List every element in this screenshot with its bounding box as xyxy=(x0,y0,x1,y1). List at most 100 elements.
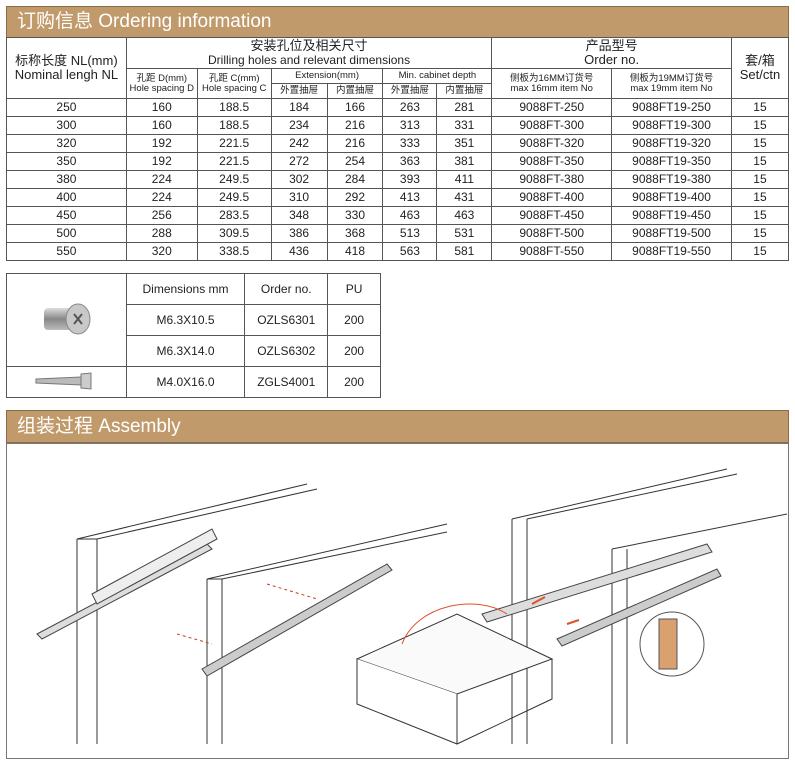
order-no-16mm: 9088FT-250 xyxy=(491,98,613,117)
depth-external: 363 xyxy=(382,152,438,171)
order-no-16mm: 9088FT-550 xyxy=(491,242,613,261)
nominal-length: 450 xyxy=(6,206,127,225)
extension-header: Extension(mm) xyxy=(270,68,384,84)
drawer xyxy=(355,603,554,745)
hole-spacing-d: 320 xyxy=(125,242,198,261)
extension-external: 184 xyxy=(270,98,328,117)
depth-external: 413 xyxy=(382,188,438,207)
order-no-19mm: 9088FT19-250 xyxy=(611,98,732,117)
order-no-16mm: 9088FT-320 xyxy=(491,134,613,153)
wood-screw-image xyxy=(6,366,127,398)
depth-internal: 351 xyxy=(436,134,493,153)
order-no-16mm: 9088FT-500 xyxy=(491,224,613,243)
extension-internal: 216 xyxy=(326,134,384,153)
set-per-carton: 15 xyxy=(730,224,790,243)
depth-internal: 331 xyxy=(436,116,493,135)
depth-external: 393 xyxy=(382,170,438,189)
cabinet-right xyxy=(511,468,788,744)
depth-internal: 431 xyxy=(436,188,493,207)
hole-d-header: 孔距 D(mm)Hole spacing D xyxy=(125,68,198,99)
depth-internal: 581 xyxy=(436,242,493,261)
extension-internal: 254 xyxy=(326,152,384,171)
hole-spacing-d: 224 xyxy=(125,170,198,189)
detail-inset xyxy=(639,611,705,677)
screws-left xyxy=(176,583,318,645)
extension-internal: 330 xyxy=(326,206,384,225)
hole-spacing-d: 224 xyxy=(125,188,198,207)
set-per-carton: 15 xyxy=(730,206,790,225)
depth-internal: 411 xyxy=(436,170,493,189)
set-per-carton: 15 xyxy=(730,242,790,261)
extension-external: 272 xyxy=(270,152,328,171)
hole-spacing-d: 288 xyxy=(125,224,198,243)
extension-external: 310 xyxy=(270,188,328,207)
hole-spacing-d: 160 xyxy=(125,116,198,135)
set-per-carton: 15 xyxy=(730,170,790,189)
depth-external-header: 外置抽屉 xyxy=(382,83,438,99)
slide-right xyxy=(481,543,722,647)
euro-screw-image xyxy=(6,273,127,367)
hole-spacing-c: 338.5 xyxy=(196,242,272,261)
depth-external: 463 xyxy=(382,206,438,225)
depth-external: 263 xyxy=(382,98,438,117)
order-no-16mm: 9088FT-450 xyxy=(491,206,613,225)
order-no-19mm: 9088FT19-500 xyxy=(611,224,732,243)
order-no: OZLS6301 xyxy=(244,304,329,336)
set-per-carton: 15 xyxy=(730,152,790,171)
order-no: OZLS6302 xyxy=(244,335,329,367)
hole-spacing-d: 160 xyxy=(125,98,198,117)
pu-header: PU xyxy=(327,273,381,305)
order-no-19mm: 9088FT19-300 xyxy=(611,116,732,135)
extension-internal: 284 xyxy=(326,170,384,189)
dimensions-header: Dimensions mm xyxy=(125,273,246,305)
nominal-length: 350 xyxy=(6,152,127,171)
ext-internal-header: 内置抽屉 xyxy=(326,83,384,99)
depth-internal-header: 内置抽屉 xyxy=(436,83,493,99)
order-no: ZGLS4001 xyxy=(244,366,329,398)
nominal-length-header: 标称长度 NL(mm)Nominal lengh NL xyxy=(6,37,127,99)
order-no-19mm: 9088FT19-380 xyxy=(611,170,732,189)
hole-spacing-c: 221.5 xyxy=(196,134,272,153)
nominal-length: 320 xyxy=(6,134,127,153)
pu: 200 xyxy=(327,366,381,398)
hole-spacing-c: 221.5 xyxy=(196,152,272,171)
hole-c-header: 孔距 C(mm)Hole spacing C xyxy=(196,68,272,99)
pu: 200 xyxy=(327,304,381,336)
hole-spacing-c: 188.5 xyxy=(196,98,272,117)
extension-external: 386 xyxy=(270,224,328,243)
hole-spacing-d: 256 xyxy=(125,206,198,225)
extension-external: 348 xyxy=(270,206,328,225)
nominal-length: 300 xyxy=(6,116,127,135)
assembly-title: 组装过程 Assembly xyxy=(6,410,789,443)
extension-external: 242 xyxy=(270,134,328,153)
depth-internal: 463 xyxy=(436,206,493,225)
nominal-length: 380 xyxy=(6,170,127,189)
nominal-length: 500 xyxy=(6,224,127,243)
set-per-carton: 15 xyxy=(730,116,790,135)
hole-spacing-c: 249.5 xyxy=(196,188,272,207)
extension-internal: 418 xyxy=(326,242,384,261)
depth-internal: 381 xyxy=(436,152,493,171)
depth-external: 333 xyxy=(382,134,438,153)
hole-spacing-c: 309.5 xyxy=(196,224,272,243)
depth-internal: 281 xyxy=(436,98,493,117)
set-per-carton: 15 xyxy=(730,134,790,153)
depth-external: 563 xyxy=(382,242,438,261)
